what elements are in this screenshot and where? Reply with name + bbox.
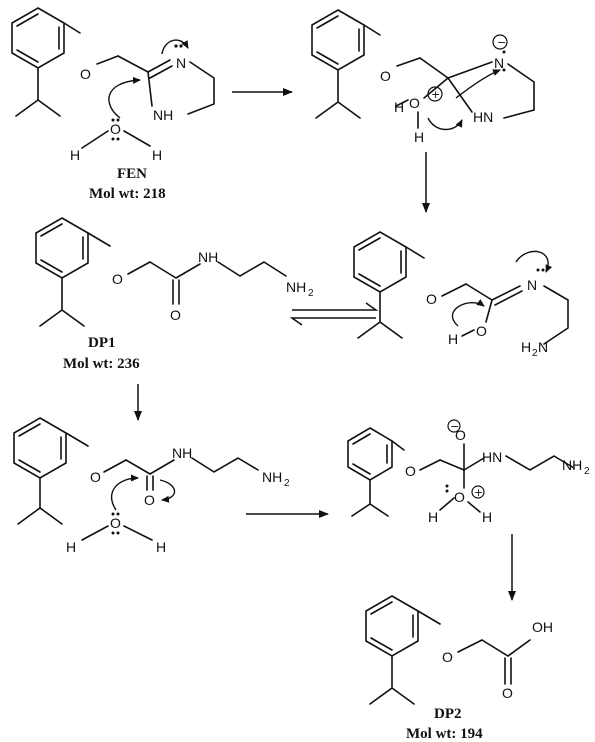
int1-minus: −	[497, 36, 506, 49]
int2-amine-sub: 2	[584, 466, 590, 477]
int1-plus: +	[431, 88, 440, 101]
int1-ring-nh: HN	[473, 109, 493, 125]
int2-h1: H	[428, 509, 438, 525]
dp2-structure: O O OH DP2 Mol wt: 194	[365, 595, 553, 742]
dp1-amine: NH	[286, 279, 306, 295]
imidic-h: H	[448, 331, 458, 347]
dp1-structure: O O NH NH 2 DP1 Mol wt: 236	[35, 217, 314, 372]
fen-mol-wt: Mol wt: 218	[89, 186, 166, 202]
imidic-amine-n: N	[538, 339, 548, 355]
int2-plus: +	[474, 486, 483, 499]
fen-ring-nh: NH	[153, 107, 173, 123]
dp1w-amine: NH	[262, 469, 282, 485]
tetrahedral-intermediate-1: O N − HN O + H H	[311, 9, 535, 145]
dp1w-water-oxygen: O	[110, 515, 121, 531]
int1-ether-oxygen: O	[380, 68, 391, 84]
imidic-amine-sub: 2	[532, 348, 538, 359]
dp2-label: DP2	[434, 706, 462, 722]
int1-h1: H	[394, 99, 404, 115]
dp2-carbonyl-oxygen: O	[502, 685, 513, 701]
dp1-water-attack: O O NH NH 2 O H H	[13, 417, 290, 555]
dp1w-h2: H	[156, 539, 166, 555]
fen-ring-n: N	[176, 55, 186, 71]
dp1-amide-nh: NH	[198, 249, 218, 265]
fen-ether-oxygen: O	[80, 66, 91, 82]
imidic-ether-oxygen: O	[426, 291, 437, 307]
int2-oxonium: O	[454, 489, 465, 505]
imidic-n: N	[527, 277, 537, 293]
dp2-mol-wt: Mol wt: 194	[406, 726, 483, 742]
int1-oxygen: O	[409, 95, 420, 111]
imidic-amine: H	[521, 339, 531, 355]
tetrahedral-intermediate-2: O O − HN NH 2 O + H H	[347, 419, 590, 525]
imidic-oxygen: O	[476, 323, 487, 339]
dp1-label: DP1	[88, 335, 116, 351]
int1-h2: H	[414, 129, 424, 145]
dp2-ether-oxygen: O	[442, 649, 453, 665]
int1-ring-n: N	[494, 55, 504, 71]
dp1w-amide-nh: NH	[172, 445, 192, 461]
dp1w-amine-sub: 2	[284, 478, 290, 489]
fen-label: FEN	[117, 166, 147, 182]
imidic-acid-intermediate: O N H 2 N O H	[353, 231, 569, 359]
dp1w-carbonyl-oxygen: O	[144, 492, 155, 508]
int2-oxide: O	[455, 427, 466, 443]
dp1w-ether-oxygen: O	[90, 469, 101, 485]
int2-minus: −	[450, 420, 459, 433]
fen-structure: O N NH O H H FEN Mol wt: 218	[11, 7, 215, 202]
fen-water-h1: H	[70, 147, 80, 163]
dp1-ether-oxygen: O	[112, 271, 123, 287]
dp1-carbonyl-oxygen: O	[170, 307, 181, 323]
int2-nh: HN	[482, 449, 502, 465]
int2-ether-oxygen: O	[405, 463, 416, 479]
equilibrium-arrows	[289, 302, 379, 326]
dp1-mol-wt: Mol wt: 236	[63, 356, 140, 372]
dp1-amine-sub: 2	[308, 288, 314, 299]
fen-water-oxygen: O	[110, 121, 121, 137]
int2-h2: H	[482, 509, 492, 525]
dp1w-h1: H	[66, 539, 76, 555]
int2-amine: NH	[562, 457, 582, 473]
fen-water-h2: H	[152, 147, 162, 163]
dp2-hydroxyl: OH	[532, 619, 553, 635]
